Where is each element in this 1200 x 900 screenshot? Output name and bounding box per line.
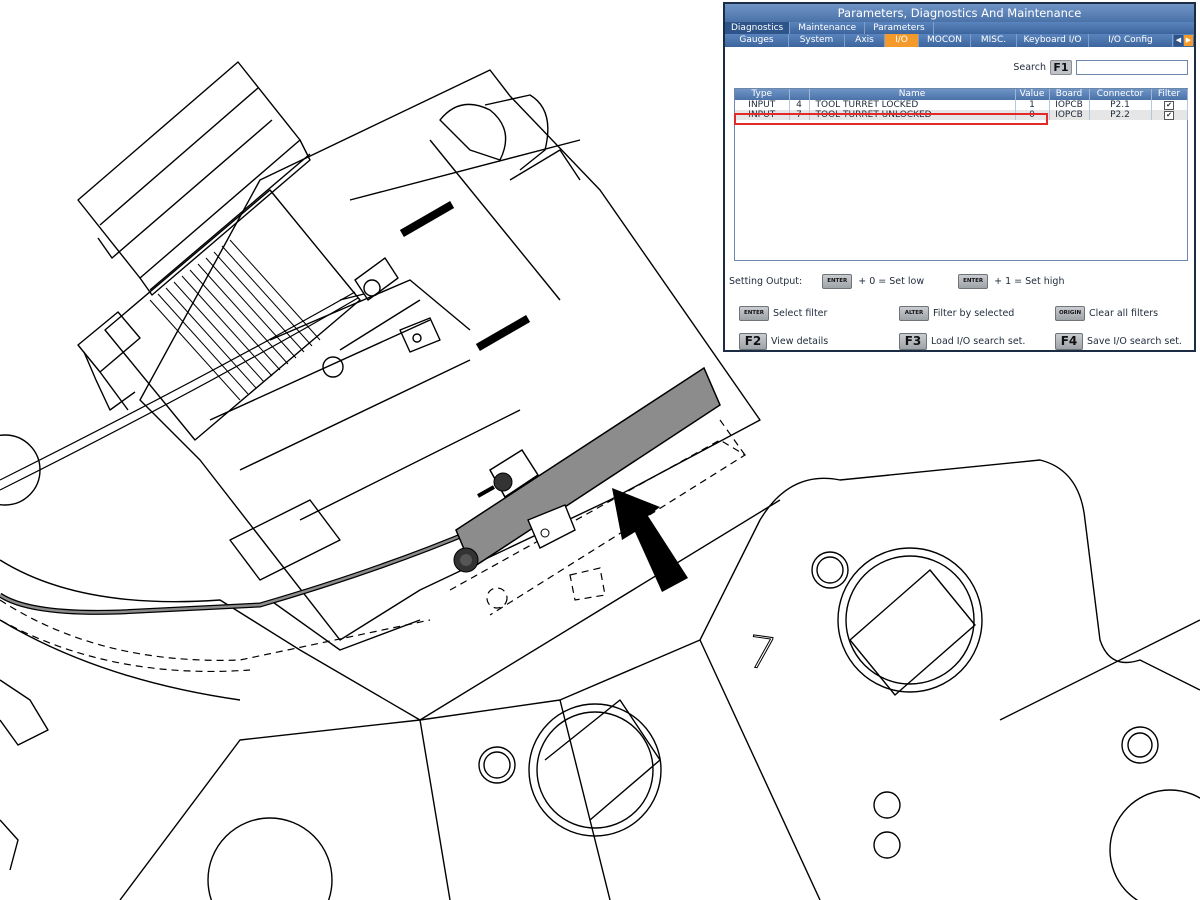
action-label: Load I/O search set. xyxy=(931,336,1026,347)
cell-type: INPUT xyxy=(735,110,790,120)
action-filter-by-selected[interactable]: ALTER Filter by selected xyxy=(899,306,1014,321)
tab-maintenance[interactable]: Maintenance xyxy=(790,22,866,34)
direction-arrow xyxy=(612,488,688,592)
cell-name: TOOL TURRET LOCKED xyxy=(809,100,1016,110)
table-row[interactable]: INPUT 4 TOOL TURRET LOCKED 1 IOPCB P2.1 … xyxy=(735,100,1188,110)
indicator-bar-lower xyxy=(475,315,531,351)
cell-filter[interactable]: ✔ xyxy=(1151,110,1188,120)
cell-connector: P2.1 xyxy=(1089,100,1152,110)
action-label: View details xyxy=(771,336,829,347)
origin-key[interactable]: ORIGIN xyxy=(1055,306,1085,321)
set-low-text: + 0 = Set low xyxy=(858,276,925,287)
tab-parameters[interactable]: Parameters xyxy=(865,22,934,34)
search-row: Search F1 xyxy=(1013,60,1188,75)
subtab-gauges[interactable]: Gauges xyxy=(725,34,789,47)
action-label: Select filter xyxy=(773,308,828,319)
alter-key[interactable]: ALTER xyxy=(899,306,929,321)
cell-number: 4 xyxy=(789,100,810,110)
cell-number: 7 xyxy=(789,110,810,120)
enter-key-high[interactable]: ENTER xyxy=(958,274,989,289)
cell-type: INPUT xyxy=(735,100,790,110)
cooling-fins xyxy=(149,239,321,401)
panel-title: Parameters, Diagnostics And Maintenance xyxy=(725,4,1194,22)
enter-key[interactable]: ENTER xyxy=(739,306,769,321)
filter-checkbox[interactable]: ✔ xyxy=(1164,101,1174,110)
subtab-axis[interactable]: Axis xyxy=(845,34,885,47)
action-save-search-set[interactable]: F4 Save I/O search set. xyxy=(1055,333,1182,350)
tab-scroll-left-icon[interactable]: ◀ xyxy=(1174,35,1183,46)
sub-tabs: Gauges System Axis I/O MOCON MISC. Keybo… xyxy=(725,34,1194,47)
cell-connector: P2.2 xyxy=(1089,110,1152,120)
turret-plate xyxy=(119,459,1200,900)
action-label: Save I/O search set. xyxy=(1087,336,1182,347)
search-label: Search xyxy=(1013,62,1046,73)
indicator-bar-upper xyxy=(399,201,455,237)
tab-scroll-right-icon[interactable]: ▶ xyxy=(1184,35,1193,46)
pocket-number: 7 xyxy=(744,627,779,681)
motor-housing xyxy=(77,61,301,279)
action-clear-filters[interactable]: ORIGIN Clear all filters xyxy=(1055,306,1158,321)
subtab-io[interactable]: I/O xyxy=(885,34,919,47)
diagnostics-panel: Parameters, Diagnostics And Maintenance … xyxy=(723,2,1196,352)
col-name[interactable]: Name xyxy=(809,89,1016,100)
subtab-mocon[interactable]: MOCON xyxy=(919,34,971,47)
cell-value: 0 xyxy=(1015,110,1050,120)
subtab-keyboard-io[interactable]: Keyboard I/O xyxy=(1017,34,1089,47)
action-select-filter[interactable]: ENTER Select filter xyxy=(739,306,827,321)
subtab-misc[interactable]: MISC. xyxy=(971,34,1017,47)
setting-output: Setting Output: ENTER + 0 = Set low ENTE… xyxy=(729,274,1064,289)
col-board[interactable]: Board xyxy=(1049,89,1090,100)
enter-key-low[interactable]: ENTER xyxy=(822,274,853,289)
table-row[interactable]: INPUT 7 TOOL TURRET UNLOCKED 0 IOPCB P2.… xyxy=(735,110,1188,120)
f3-key[interactable]: F3 xyxy=(899,333,927,350)
col-type[interactable]: Type xyxy=(735,89,790,100)
subtab-system[interactable]: System xyxy=(789,34,845,47)
main-tabs: Diagnostics Maintenance Parameters xyxy=(725,22,1194,34)
set-high-text: + 1 = Set high xyxy=(994,276,1065,287)
motor-body xyxy=(104,189,361,441)
base-plate xyxy=(0,499,781,721)
upper-cable xyxy=(0,291,356,481)
io-table: Type Name Value Board Connector Filter I… xyxy=(734,88,1188,261)
selected-row-highlight xyxy=(734,113,1048,125)
action-load-search-set[interactable]: F3 Load I/O search set. xyxy=(899,333,1025,350)
cell-value: 1 xyxy=(1015,100,1050,110)
tab-diagnostics[interactable]: Diagnostics xyxy=(725,22,791,34)
main-housing xyxy=(139,69,761,641)
search-key-f1[interactable]: F1 xyxy=(1050,60,1072,75)
cell-board: IOPCB xyxy=(1049,100,1090,110)
action-view-details[interactable]: F2 View details xyxy=(739,333,828,350)
col-number[interactable] xyxy=(789,89,810,100)
col-filter[interactable]: Filter xyxy=(1151,89,1188,100)
f2-key[interactable]: F2 xyxy=(739,333,767,350)
cell-filter[interactable]: ✔ xyxy=(1151,100,1188,110)
tool-pocket xyxy=(837,547,983,693)
cell-name: TOOL TURRET UNLOCKED xyxy=(809,110,1016,120)
col-connector[interactable]: Connector xyxy=(1089,89,1152,100)
filter-checkbox[interactable]: ✔ xyxy=(1164,111,1174,120)
f4-key[interactable]: F4 xyxy=(1055,333,1083,350)
col-value[interactable]: Value xyxy=(1015,89,1050,100)
setting-output-label: Setting Output: xyxy=(729,276,803,287)
action-label: Filter by selected xyxy=(933,308,1015,319)
cell-board: IOPCB xyxy=(1049,110,1090,120)
table-header: Type Name Value Board Connector Filter xyxy=(735,89,1188,100)
search-input[interactable] xyxy=(1076,60,1188,75)
subtab-io-config[interactable]: I/O Config xyxy=(1089,34,1173,47)
action-label: Clear all filters xyxy=(1089,308,1159,319)
